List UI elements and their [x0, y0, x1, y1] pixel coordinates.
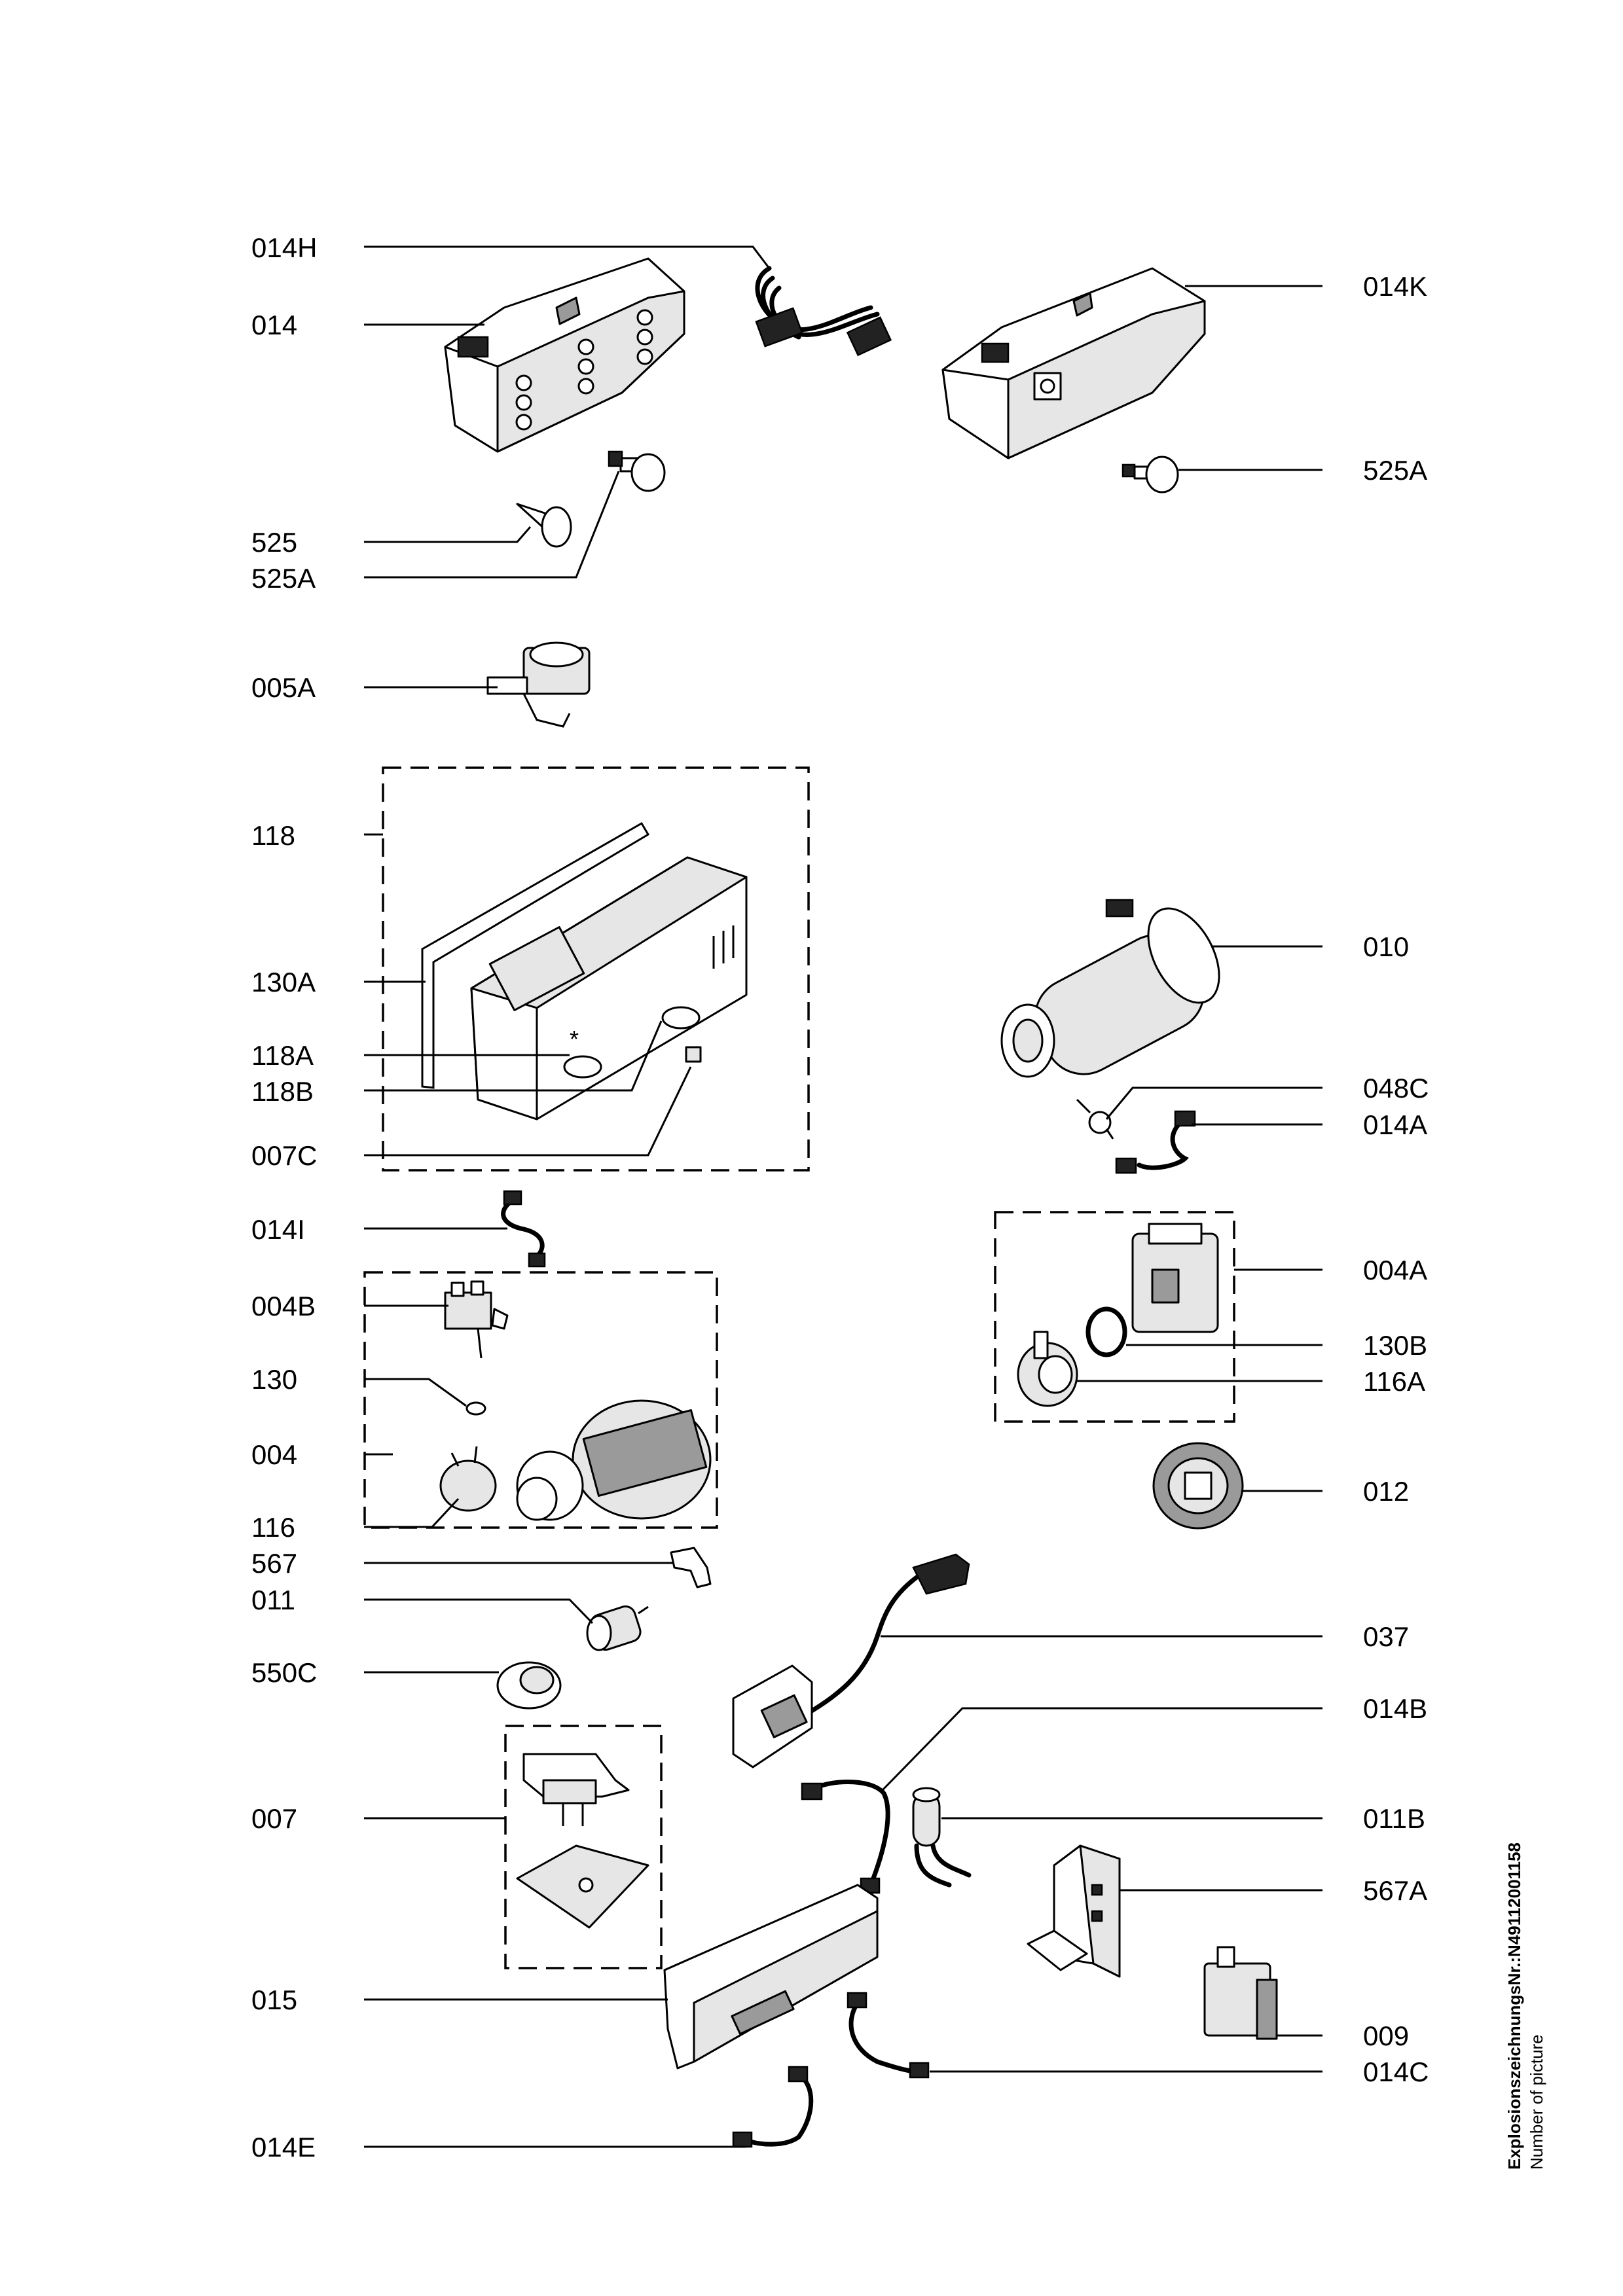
drawing-number: ExplosionszeichnungsNr.:N49112001158 [1504, 1842, 1524, 2170]
label-567: 567 [251, 1548, 297, 1579]
drawing-number-block: ExplosionszeichnungsNr.:N49112001158 Num… [1504, 1842, 1546, 2170]
wiring-harness-part [847, 1992, 930, 2079]
label-014: 014 [251, 310, 297, 340]
label-014C: 014C [1363, 2056, 1429, 2087]
drain-pump-part [1131, 1223, 1219, 1333]
pressure-switch-part [1152, 1442, 1244, 1530]
seal-ring-part [465, 1401, 486, 1416]
insulation-pad-part [516, 1844, 649, 1929]
wiring-harness-part [732, 2066, 814, 2148]
wiring-harness-part [501, 1190, 546, 1268]
clip-part [670, 1547, 712, 1588]
label-014I: 014I [251, 1214, 305, 1245]
detergent-dispenser-part: * [421, 821, 748, 1121]
capacitor-part [912, 1787, 972, 1888]
label-009: 009 [1363, 2020, 1409, 2051]
label-567A: 567A [1363, 1875, 1427, 1906]
label-010: 010 [1363, 931, 1409, 962]
label-037: 037 [1363, 1621, 1409, 1652]
label-004: 004 [251, 1439, 297, 1470]
seal-ring-part [1085, 1306, 1127, 1357]
label-014K: 014K [1363, 271, 1427, 302]
bracket-part [1027, 1844, 1121, 1978]
leader-lines [364, 245, 1322, 2148]
motor-part [586, 1605, 649, 1651]
wiring-harness-part [755, 266, 892, 357]
label-012: 012 [1363, 1476, 1409, 1507]
mains-cable-part [732, 1553, 970, 1768]
heater-part [1000, 899, 1220, 1078]
group-box-007 [504, 1725, 663, 1969]
label-004B: 004B [251, 1291, 316, 1321]
knob-part [496, 1661, 562, 1710]
part-labels-left: 014H 014 525 525A 005A 118 130A 118A 118… [251, 232, 317, 2162]
label-118A: 118A [251, 1040, 314, 1071]
part-labels-right: 014K 525A 010 048C 014A 004A 130B 116A 0… [1363, 271, 1429, 2087]
label-525A-right: 525A [1363, 455, 1427, 486]
control-module-part [444, 257, 685, 453]
knob-part [516, 503, 572, 548]
label-015: 015 [251, 1984, 297, 2015]
pump-part [439, 1399, 712, 1521]
sensor-part [1076, 1098, 1114, 1139]
label-116: 116 [251, 1512, 295, 1543]
pump-housing-part [1017, 1331, 1078, 1407]
pump-component-part [444, 1280, 509, 1359]
label-118B: 118B [251, 1076, 314, 1107]
label-525A-left: 525A [251, 563, 316, 594]
group-box-004A [994, 1211, 1235, 1423]
switch-part [522, 1753, 630, 1826]
label-116A: 116A [1363, 1366, 1425, 1397]
label-011B: 011B [1363, 1803, 1425, 1834]
label-014E: 014E [251, 2132, 316, 2162]
housing-part [663, 1884, 879, 2070]
svg-text:*: * [570, 1026, 579, 1052]
label-130B: 130B [1363, 1330, 1427, 1361]
control-module-part [941, 267, 1206, 459]
label-550C: 550C [251, 1657, 317, 1688]
label-130: 130 [251, 1364, 297, 1395]
wiring-harness-part [1115, 1110, 1196, 1174]
knob-part [608, 450, 666, 492]
label-130A: 130A [251, 967, 316, 997]
group-box-004 [363, 1271, 718, 1529]
picture-caption: Number of picture [1527, 2034, 1546, 2170]
label-525: 525 [251, 527, 297, 558]
label-004A: 004A [1363, 1255, 1427, 1285]
label-118: 118 [251, 820, 295, 851]
wiring-harness-part [801, 1780, 890, 1894]
relay-part [1203, 1946, 1278, 2040]
label-014A: 014A [1363, 1109, 1427, 1140]
label-014H: 014H [251, 232, 317, 263]
label-048C: 048C [1363, 1073, 1429, 1103]
solenoid-valve-part [486, 641, 591, 728]
label-005A: 005A [251, 672, 316, 703]
label-007C: 007C [251, 1140, 317, 1171]
knob-part [1122, 456, 1179, 493]
label-007: 007 [251, 1803, 297, 1834]
label-011: 011 [251, 1585, 295, 1615]
label-014B: 014B [1363, 1693, 1427, 1724]
